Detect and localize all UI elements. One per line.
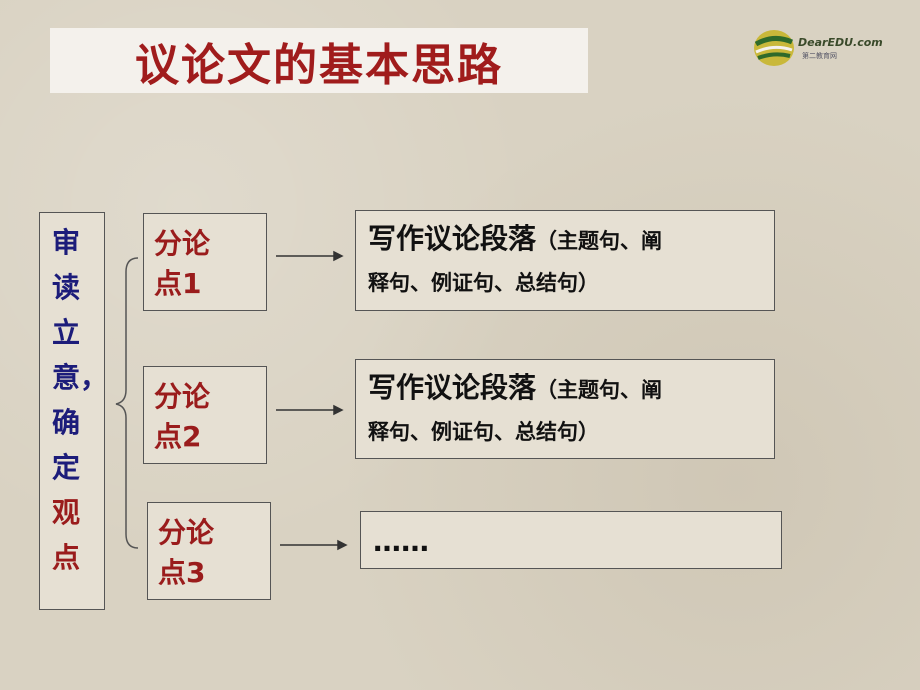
paragraph-note: （主题句、阐 — [536, 378, 663, 402]
thesis-char: 观 — [52, 496, 81, 529]
thesis-char: 意， — [52, 361, 109, 394]
paragraph-box-3: …… — [360, 511, 782, 569]
sub-point-2: 分论 点2 — [143, 366, 267, 464]
sub-point-label: 分论 — [158, 516, 215, 549]
sub-point-label: 点1 — [154, 267, 202, 300]
sub-point-label: 分论 — [154, 380, 211, 413]
thesis-char: 确 — [52, 406, 81, 439]
title-bar: 议论文的基本思路 — [50, 28, 588, 93]
logo-subtext: 第二教育网 — [802, 52, 837, 60]
sub-point-1: 分论 点1 — [143, 213, 267, 311]
paragraph-box-2: 写作议论段落（主题句、阐 释句、例证句、总结句） — [355, 359, 775, 459]
logo: DearEDU.com 第二教育网 — [752, 26, 892, 70]
paragraph-note: 释句、例证句、总结句） — [368, 420, 599, 444]
arrow-2 — [276, 404, 344, 416]
paragraph-ellipsis: …… — [373, 525, 429, 558]
paragraph-note: （主题句、阐 — [536, 229, 663, 253]
thesis-char: 点 — [52, 541, 81, 574]
logo-globe-icon — [754, 30, 794, 66]
paragraph-note: 释句、例证句、总结句） — [368, 271, 599, 295]
paragraph-heading: 写作议论段落 — [368, 222, 537, 255]
thesis-char: 立 — [52, 316, 81, 349]
slide-title: 议论文的基本思路 — [135, 39, 503, 91]
logo-text: DearEDU.com — [798, 36, 883, 49]
paragraph-heading: 写作议论段落 — [368, 371, 537, 404]
arrow-1 — [276, 250, 344, 262]
sub-point-label: 点2 — [154, 420, 202, 453]
thesis-char: 定 — [52, 451, 81, 484]
arrow-3 — [280, 539, 348, 551]
thesis-char: 审 — [52, 226, 81, 259]
sub-point-label: 点3 — [158, 556, 206, 589]
paragraph-box-1: 写作议论段落（主题句、阐 释句、例证句、总结句） — [355, 210, 775, 311]
thesis-char: 读 — [52, 271, 81, 304]
sub-point-3: 分论 点3 — [147, 502, 271, 600]
brace-icon — [115, 257, 139, 549]
thesis-box: 审 读 立 意， 确 定 观 点 — [39, 212, 109, 610]
sub-point-label: 分论 — [154, 227, 211, 260]
